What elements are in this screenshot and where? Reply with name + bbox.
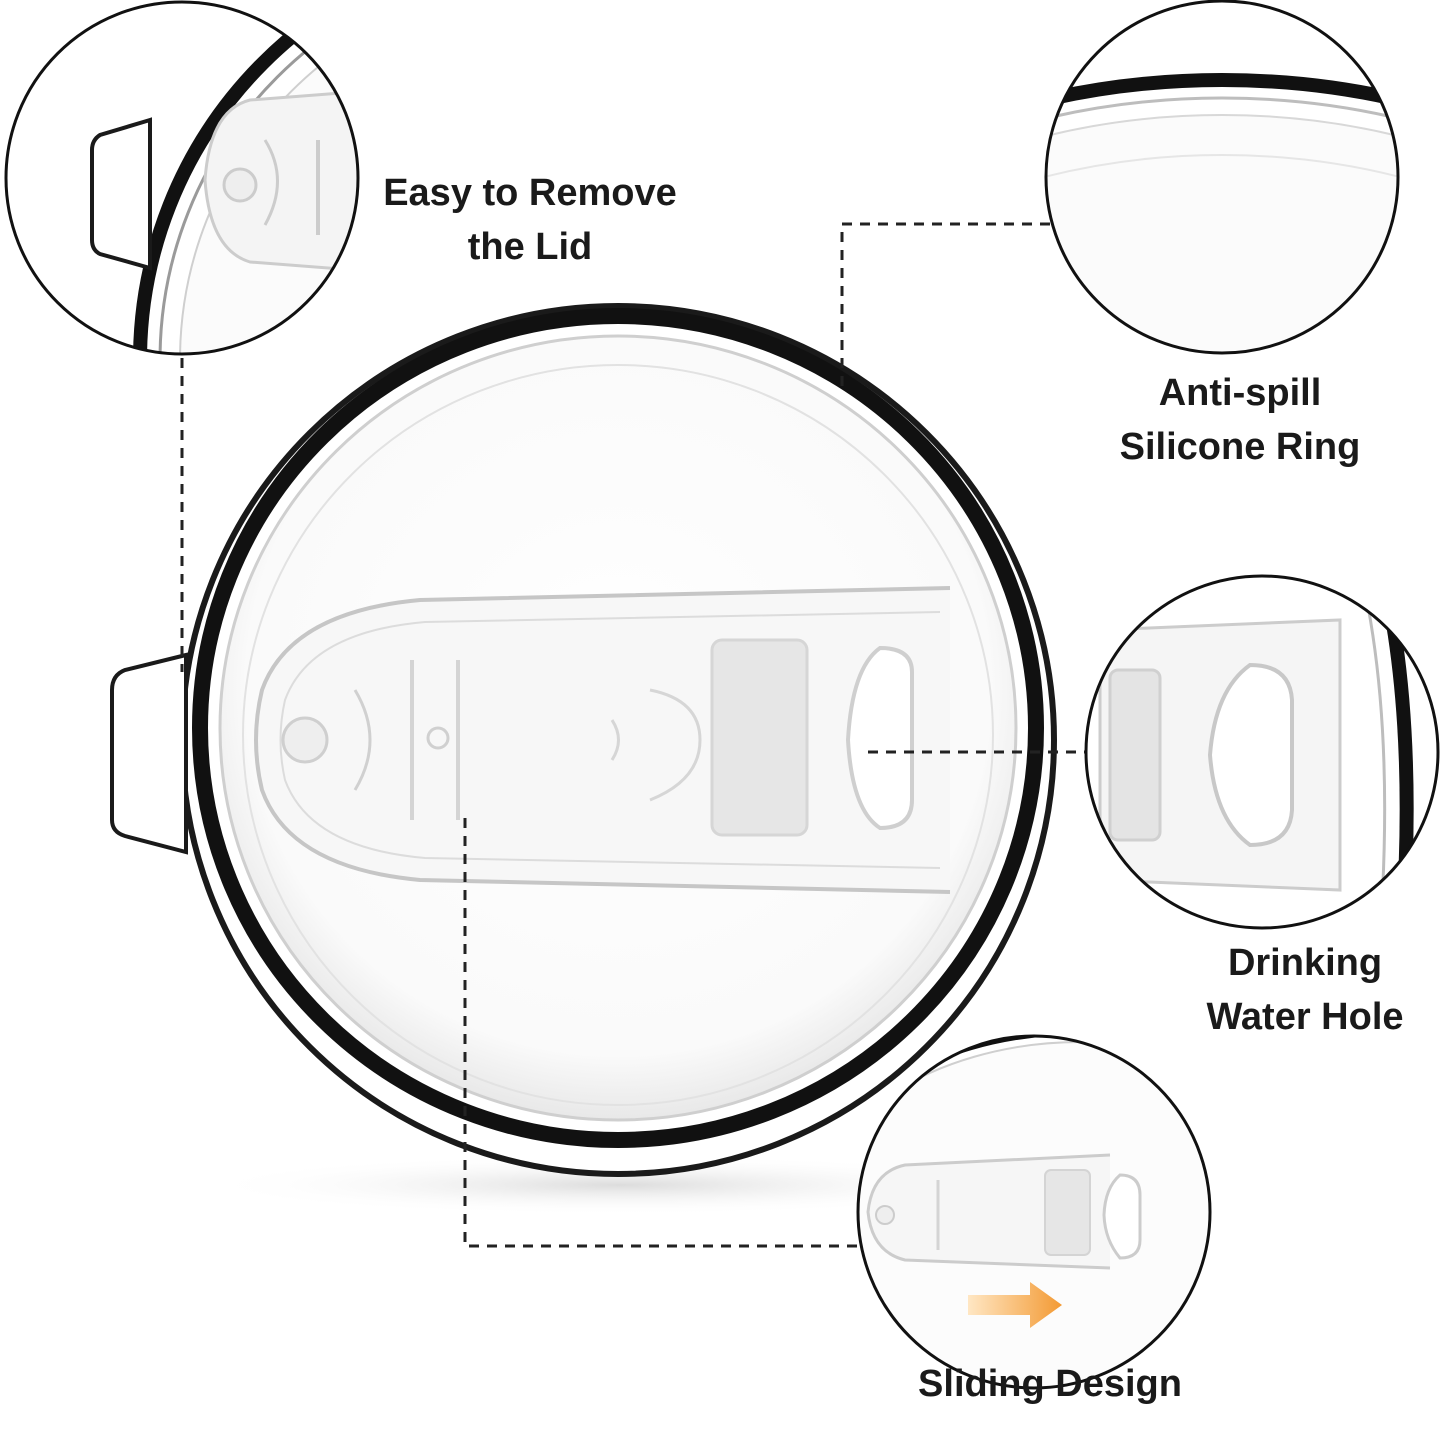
label-remove-lid-line2: the Lid	[467, 226, 593, 268]
main-lid	[110, 303, 1057, 1215]
callout-remove-lid-circle	[4, 0, 360, 356]
drinking-hole	[845, 645, 914, 831]
label-water-hole-line1: Drinking	[1227, 942, 1383, 984]
lid-center-recess	[242, 364, 994, 1106]
connector-sliding	[463, 818, 860, 1248]
label-sliding: Sliding Design	[880, 1357, 1220, 1411]
label-sliding-line1: Sliding Design	[918, 1363, 1182, 1405]
callout-water-hole-circle	[1084, 574, 1440, 930]
slider-groove	[353, 689, 372, 791]
dashed-connectors	[180, 222, 1086, 1248]
connector-silicone-ring	[840, 222, 1050, 390]
silicone-ring	[192, 308, 1044, 1148]
callout-sliding-circle	[856, 1034, 1212, 1390]
arrow-right-icon	[968, 1282, 1062, 1328]
lid-pull-tab	[110, 652, 188, 855]
callout-silicone-ring-circle	[1044, 0, 1400, 355]
label-water-hole-line2: Water Hole	[1206, 996, 1404, 1038]
slider-emboss	[610, 688, 702, 802]
label-silicone-ring-line2: Silicone Ring	[1119, 426, 1361, 468]
slider-dot	[426, 726, 450, 750]
label-silicone-ring-line1: Anti-spill	[1158, 372, 1322, 414]
label-remove-lid: Easy to Remove the Lid	[370, 166, 690, 274]
lid-shadow	[200, 1155, 1040, 1215]
label-water-hole: Drinking Water Hole	[1170, 936, 1440, 1044]
slider-window	[710, 638, 809, 837]
label-silicone-ring: Anti-spill Silicone Ring	[1090, 366, 1390, 474]
slider-inner-edge	[279, 611, 941, 869]
label-remove-lid-line1: Easy to Remove	[383, 172, 677, 214]
slider-knob	[281, 716, 329, 764]
